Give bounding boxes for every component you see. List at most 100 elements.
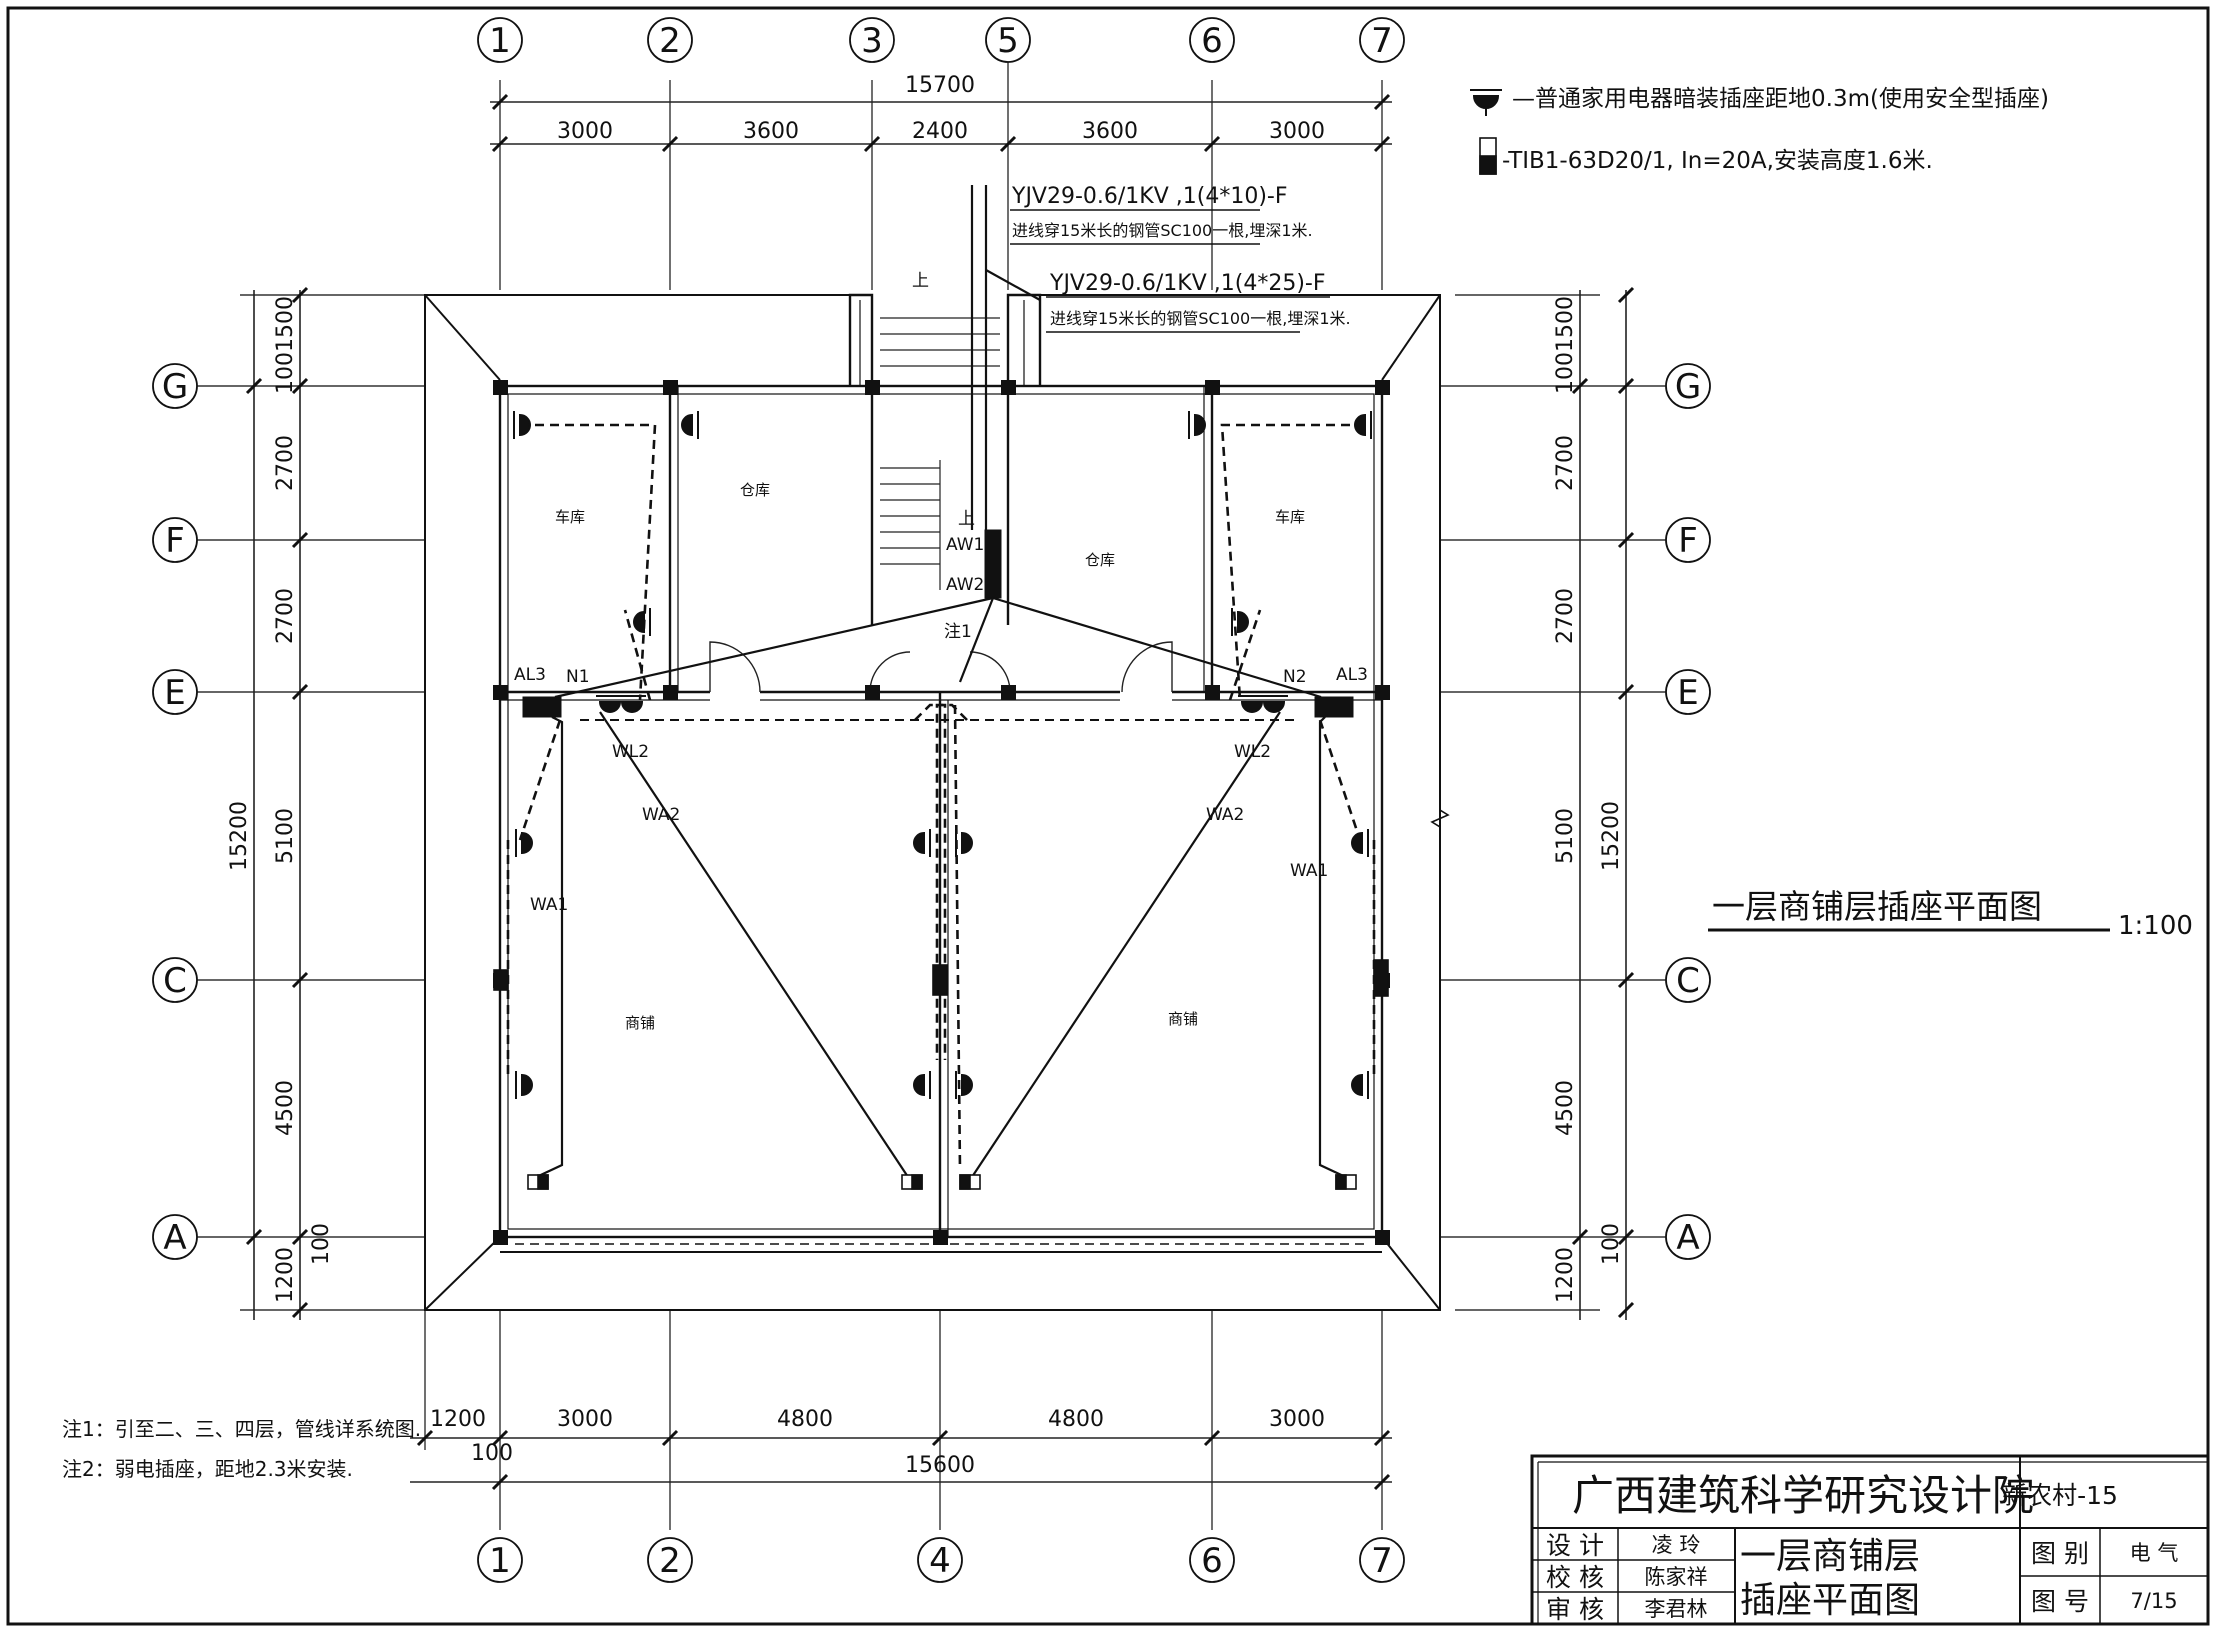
dim-left-seg: 100 — [309, 1223, 334, 1265]
axis-left-G: G — [162, 367, 188, 407]
dim-left-seg: 1200 — [273, 1247, 298, 1303]
columns — [493, 380, 1390, 1245]
dim-top-seg: 2400 — [912, 119, 968, 144]
drawing-title-block: 一层商铺层插座平面图 1:100 — [1708, 887, 2193, 941]
axis-right-G: G — [1675, 367, 1701, 407]
tb-name-review: 李君林 — [1645, 1597, 1708, 1621]
axis-right-E: E — [1677, 673, 1698, 713]
legend-breaker-text: -TIB1-63D20/1, In=20A,安装高度1.6米. — [1502, 148, 1933, 174]
dim-left-seg: 2700 — [273, 435, 298, 491]
tb-label-category: 图 别 — [2031, 1539, 2089, 1568]
room-shop-right: 商铺 — [1168, 1010, 1198, 1028]
dim-top-seg: 3600 — [1082, 119, 1138, 144]
dim-right-seg: 1200 — [1553, 1247, 1578, 1303]
dim-top-seg: 3600 — [743, 119, 799, 144]
axis-grid — [180, 62, 1668, 1530]
bottom-dimensions: 1200 3000 4800 4800 3000 100 15600 — [430, 1407, 1325, 1478]
axis-bottom-4: 4 — [929, 1541, 951, 1581]
axis-right-C: C — [1676, 961, 1700, 1001]
dim-left-seg: 1001500 — [273, 296, 298, 394]
room-storage-left: 仓库 — [740, 481, 770, 499]
dim-left-total: 15200 — [227, 801, 252, 871]
breakers — [493, 959, 1389, 1190]
tb-value-category: 电 气 — [2130, 1541, 2179, 1565]
tb-label-number: 图 号 — [2031, 1587, 2089, 1616]
stair-treads — [880, 317, 1000, 590]
tb-drawing-name-1: 一层商铺层 — [1740, 1536, 1920, 1577]
dim-left-seg: 5100 — [273, 808, 298, 864]
axis-right-A: A — [1676, 1218, 1699, 1258]
axis-left-F: F — [165, 521, 185, 561]
door-swings — [709, 641, 1173, 693]
tag-al3-left: AL3 — [514, 665, 546, 685]
dim-bottom-seg: 1200 — [430, 1407, 486, 1432]
tag-stair-up-2: 上 — [958, 509, 975, 529]
tag-wa1-right: WA1 — [1290, 861, 1328, 881]
breaker-symbol-icon — [1479, 137, 1497, 175]
tb-role-review: 审 核 — [1546, 1595, 1604, 1624]
dim-right-seg: 2700 — [1553, 588, 1578, 644]
title-block-text: 广西建筑科学研究设计院 新农村-15 设 计 凌 玲 校 核 陈家祥 审 核 李… — [1546, 1471, 2178, 1624]
dim-right-seg: 100 — [1599, 1223, 1624, 1265]
axis-bottom-6: 6 — [1201, 1541, 1223, 1581]
cable-2-note: 进线穿15米长的钢管SC100一根,埋深1米. — [1050, 309, 1351, 328]
axis-left-E: E — [164, 673, 185, 713]
tag-wl2-left: WL2 — [612, 742, 649, 762]
tag-al3-right: AL3 — [1336, 665, 1368, 685]
axis-top-7: 7 — [1371, 21, 1393, 61]
notes: 注1：引至二、三、四层，管线详系统图. 注2：弱电插座，距地2.3米安装. — [62, 1417, 421, 1481]
dimension-ticks — [245, 93, 1635, 1491]
dim-bottom-seg: 4800 — [1048, 1407, 1104, 1432]
legend: —普通家用电器暗装插座距地0.3m(使用安全型插座) -TIB1-63D20/1… — [1470, 86, 2049, 175]
cable-1-note: 进线穿15米长的钢管SC100一根,埋深1米. — [1012, 221, 1313, 240]
dim-top-seg: 3000 — [557, 119, 613, 144]
dim-bottom-seg: 3000 — [1269, 1407, 1325, 1432]
sockets — [513, 411, 1372, 1099]
tag-aw2: AW2 — [946, 575, 984, 595]
room-shop-left: 商铺 — [625, 1014, 655, 1032]
left-dimensions: 1001500 2700 2700 5100 4500 100 1200 152… — [227, 296, 334, 1303]
top-dimensions: 15700 3000 3600 2400 3600 3000 — [557, 73, 1325, 144]
note-2: 注2：弱电插座，距地2.3米安装. — [62, 1457, 353, 1481]
distribution-panels — [522, 529, 1354, 718]
axis-bubbles — [152, 17, 1711, 1583]
note-1: 注1：引至二、三、四层，管线详系统图. — [62, 1417, 421, 1441]
tb-value-number: 7/15 — [2130, 1589, 2177, 1613]
socket-symbol-icon — [1470, 89, 1502, 116]
tag-wa1-left: WA1 — [530, 895, 568, 915]
axis-labels: 1 2 3 5 6 7 1 2 4 6 7 G F E C A G F E C … — [162, 21, 1701, 1581]
axis-right-F: F — [1678, 521, 1698, 561]
tag-wa2-left: WA2 — [642, 805, 680, 825]
circuit-tags: AW1 AW2 注1 AL3 N1 AL3 N2 WL2 WL2 WA2 WA2… — [514, 271, 1368, 915]
axis-bottom-1: 1 — [489, 1541, 511, 1581]
sheet-border — [6, 6, 2210, 1626]
dim-bottom-offset: 100 — [471, 1441, 513, 1466]
axis-top-1: 1 — [489, 21, 511, 61]
axis-top-3: 3 — [861, 21, 883, 61]
drawing-scale: 1:100 — [2118, 911, 2193, 941]
room-labels: 车库 仓库 仓库 车库 商铺 商铺 — [555, 481, 1305, 1032]
tb-role-check: 校 核 — [1546, 1563, 1604, 1592]
dim-right-seg: 1001500 — [1553, 296, 1578, 394]
tag-stair-up: 上 — [912, 271, 929, 291]
dim-bottom-seg: 4800 — [777, 1407, 833, 1432]
axis-top-2: 2 — [659, 21, 681, 61]
dim-bottom-total: 15600 — [905, 1453, 975, 1478]
dim-right-seg: 5100 — [1553, 808, 1578, 864]
dim-right-total: 15200 — [1599, 801, 1624, 871]
dim-right-seg: 2700 — [1553, 435, 1578, 491]
break-mark — [1430, 790, 1450, 850]
cable-labels: YJV29-0.6/1KV ,1(4*10)-F 进线穿15米长的钢管SC100… — [1010, 184, 1351, 333]
axis-bottom-2: 2 — [659, 1541, 681, 1581]
axis-top-6: 6 — [1201, 21, 1223, 61]
room-storage-center: 仓库 — [1085, 551, 1115, 569]
tb-institute: 广西建筑科学研究设计院 — [1572, 1471, 2034, 1520]
tag-wa2-right: WA2 — [1206, 805, 1244, 825]
dim-bottom-seg: 3000 — [557, 1407, 613, 1432]
tag-aw1: AW1 — [946, 535, 984, 555]
axis-left-A: A — [163, 1218, 186, 1258]
dim-top-total: 15700 — [905, 73, 975, 98]
axis-bottom-7: 7 — [1371, 1541, 1393, 1581]
tag-n1: N1 — [566, 667, 590, 687]
